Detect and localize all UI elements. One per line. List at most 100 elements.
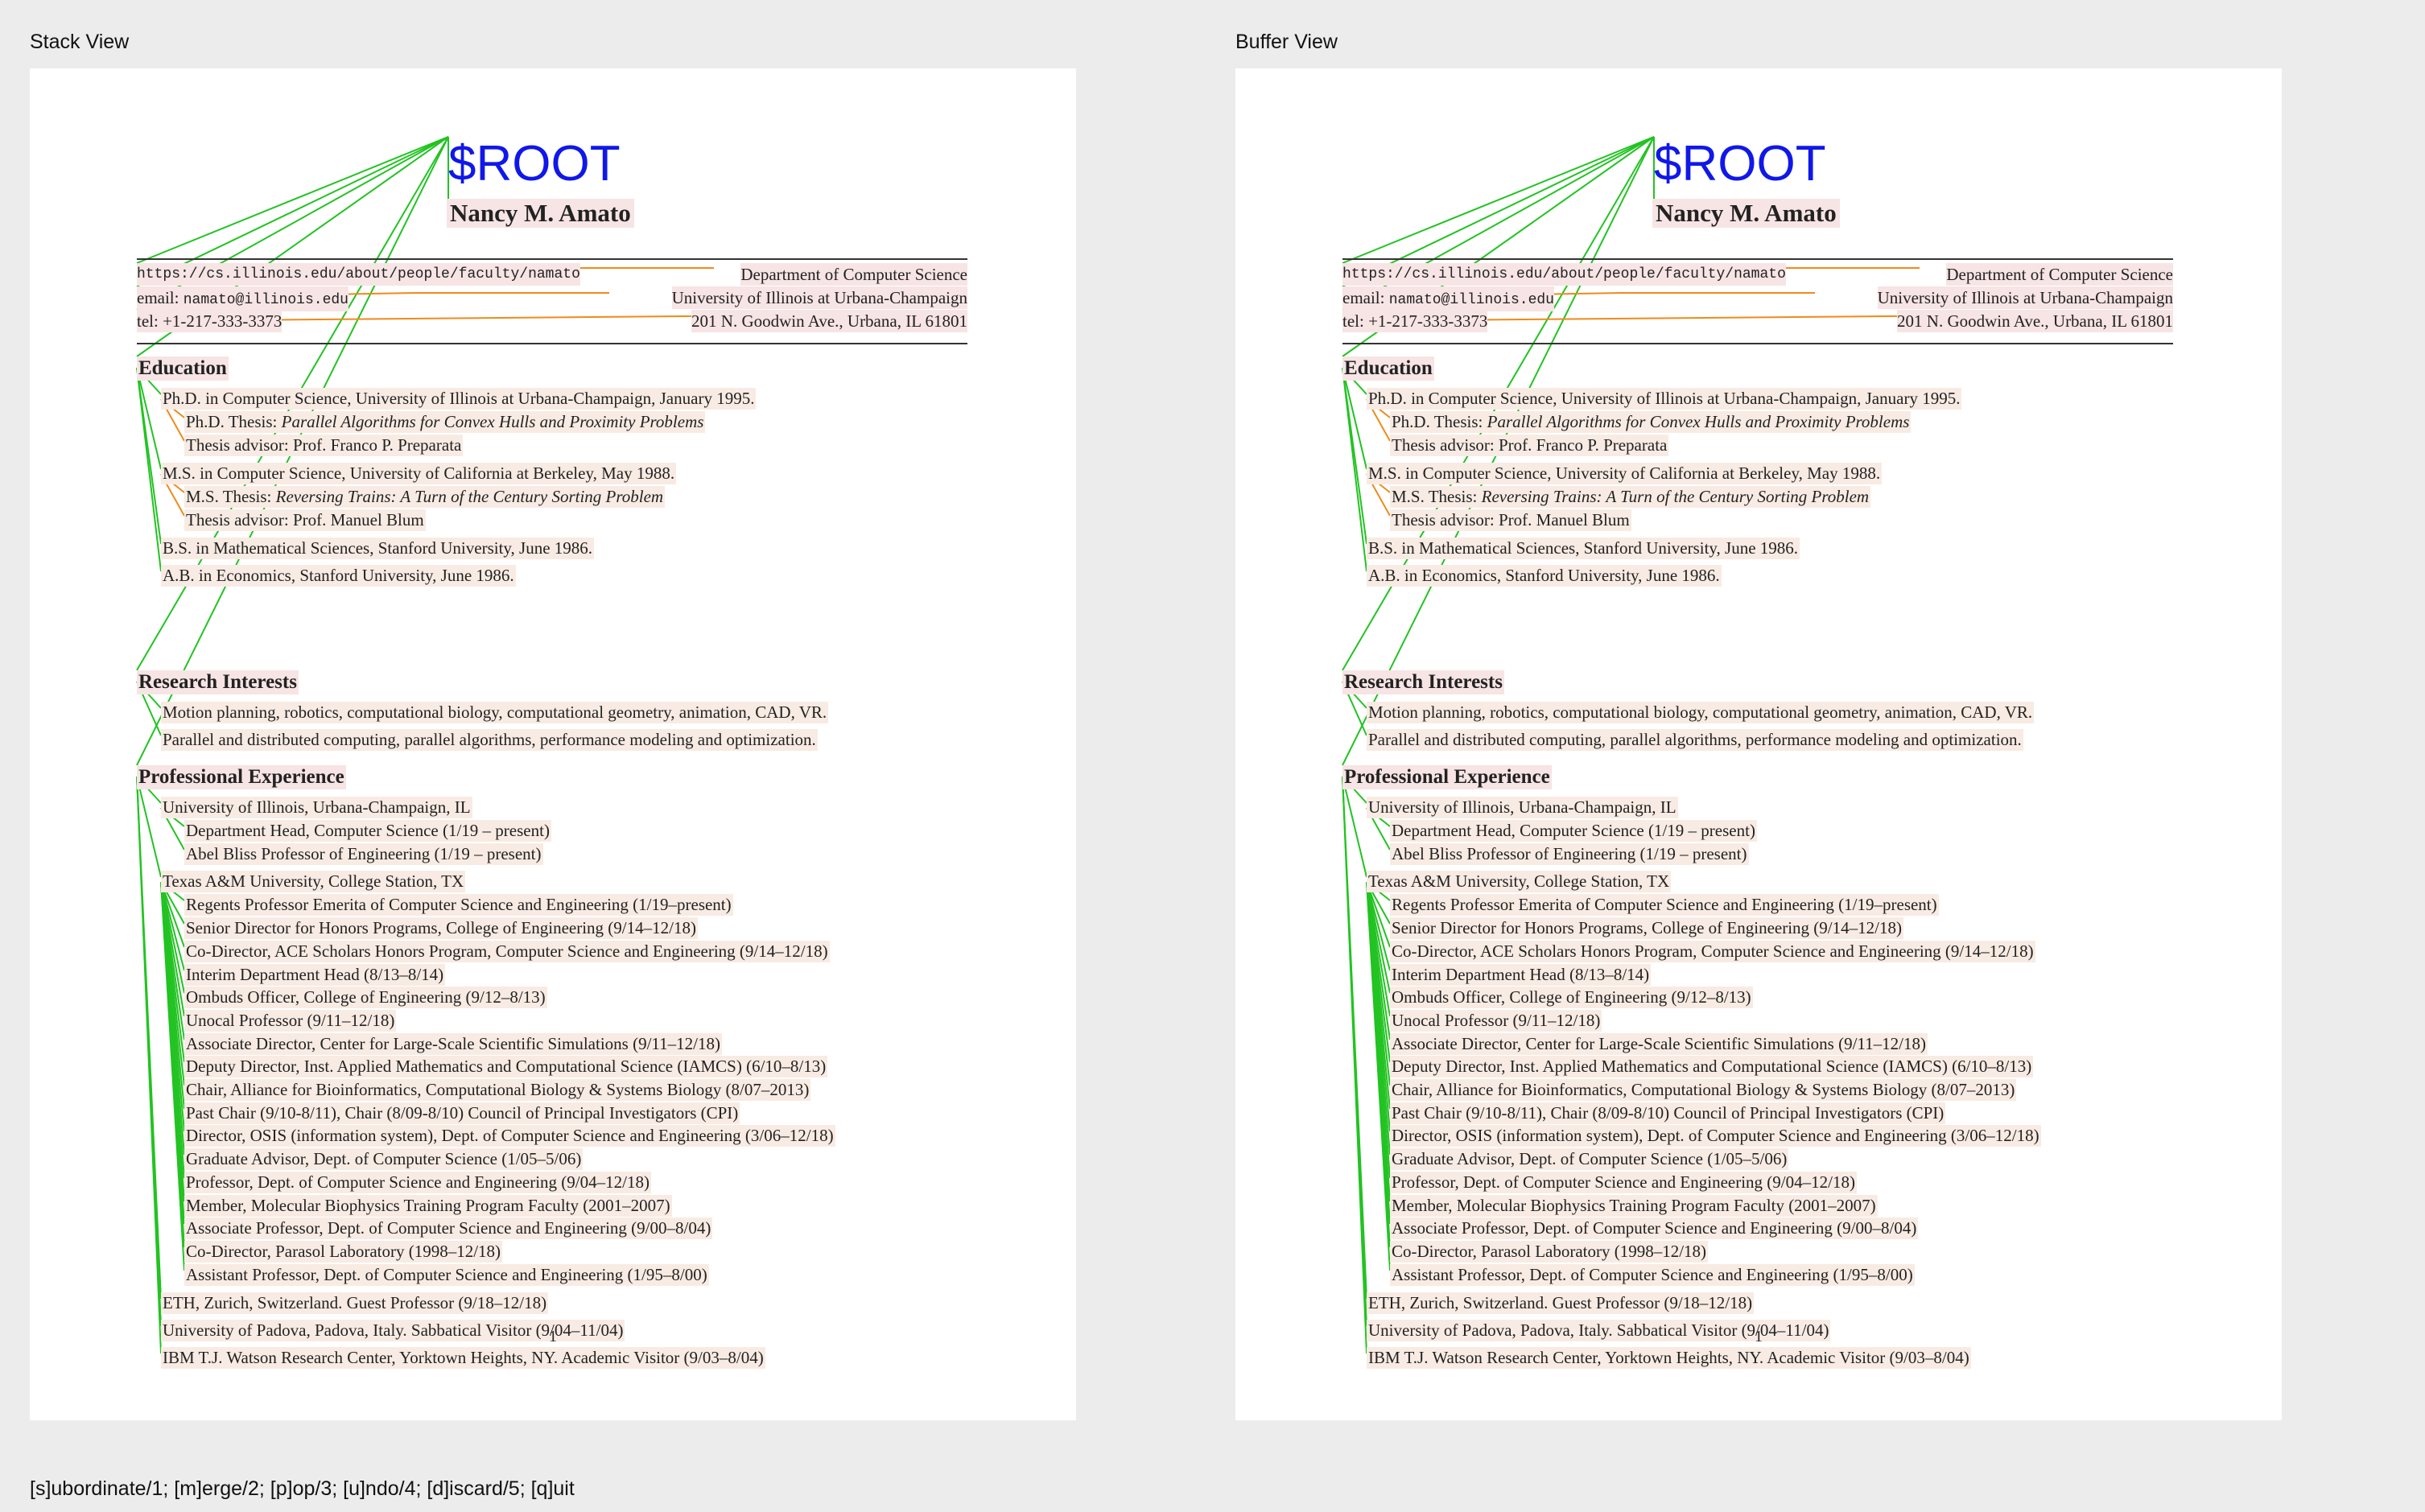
position-line[interactable]: Past Chair (9/10-8/11), Chair (8/09-8/10… <box>184 1102 740 1124</box>
position-line[interactable]: Co-Director, ACE Scholars Honors Program… <box>184 941 830 962</box>
research-heading[interactable]: Research Interests <box>1342 670 1504 694</box>
author-name[interactable]: Nancy M. Amato <box>447 199 634 228</box>
degree-ms[interactable]: M.S. in Computer Science, University of … <box>1367 463 1883 484</box>
position-line[interactable]: Abel Bliss Professor of Engineering (1/1… <box>1390 843 1749 865</box>
university-text[interactable]: University of Illinois at Urbana-Champai… <box>671 286 967 309</box>
position-line[interactable]: Past Chair (9/10-8/11), Chair (8/09-8/10… <box>1390 1102 1946 1124</box>
position-line[interactable]: Senior Director for Honors Programs, Col… <box>1390 917 1903 939</box>
position-line[interactable]: Senior Director for Honors Programs, Col… <box>184 917 698 939</box>
experience-heading[interactable]: Professional Experience <box>1342 765 1552 789</box>
root-node-label[interactable]: $ROOT <box>1654 136 1826 192</box>
command-bar: [s]ubordinate/1; [m]erge/2; [p]op/3; [u]… <box>30 1477 575 1500</box>
degree-ms[interactable]: M.S. in Computer Science, University of … <box>161 463 677 484</box>
department-text[interactable]: Department of Computer Science <box>740 263 967 286</box>
position-line[interactable]: Deputy Director, Inst. Applied Mathemati… <box>184 1056 828 1077</box>
position-line[interactable]: Associate Director, Center for Large-Sca… <box>184 1033 722 1055</box>
address-text[interactable]: 201 N. Goodwin Ave., Urbana, IL 61801 <box>691 310 967 332</box>
institution-line[interactable]: Texas A&M University, College Station, T… <box>1367 871 1672 892</box>
position-line[interactable]: Co-Director, Parasol Laboratory (1998–12… <box>184 1241 503 1263</box>
ms-thesis[interactable]: M.S. Thesis: Reversing Trains: A Turn of… <box>1390 486 1871 508</box>
position-line[interactable]: Associate Professor, Dept. of Computer S… <box>184 1217 713 1239</box>
position-line[interactable]: Associate Professor, Dept. of Computer S… <box>1390 1217 1919 1239</box>
tree-edge <box>136 367 162 572</box>
position-line[interactable]: Unocal Professor (9/11–12/18) <box>184 1010 397 1032</box>
stack-view-pane[interactable]: $ROOT Nancy M. Amato https://cs.illinois… <box>30 68 1076 1420</box>
position-line[interactable]: Co-Director, ACE Scholars Honors Program… <box>1390 941 2035 962</box>
position-line[interactable]: Department Head, Computer Science (1/19 … <box>1390 820 1757 842</box>
phd-advisor[interactable]: Thesis advisor: Prof. Franco P. Preparat… <box>1390 435 1669 456</box>
position-line[interactable]: Member, Molecular Biophysics Training Pr… <box>184 1195 672 1217</box>
position-line[interactable]: Ombuds Officer, College of Engineering (… <box>184 987 547 1008</box>
stack-view-title: Stack View <box>30 31 130 53</box>
degree-bs[interactable]: B.S. in Mathematical Sciences, Stanford … <box>1367 538 1800 559</box>
phone-line[interactable]: tel: +1-217-333-3373 <box>137 310 283 332</box>
root-node-label[interactable]: $ROOT <box>448 136 621 192</box>
position-line[interactable]: Interim Department Head (8/13–8/14) <box>184 964 446 986</box>
degree-phd[interactable]: Ph.D. in Computer Science, University of… <box>1367 388 1962 410</box>
homepage-url[interactable]: https://cs.illinois.edu/about/people/fac… <box>137 263 580 286</box>
tree-edge <box>1342 367 1367 470</box>
education-heading[interactable]: Education <box>137 356 229 381</box>
institution-line[interactable]: University of Padova, Padova, Italy. Sab… <box>1367 1320 1831 1341</box>
institution-line[interactable]: ETH, Zurich, Switzerland. Guest Professo… <box>1367 1292 1755 1314</box>
author-name[interactable]: Nancy M. Amato <box>1652 199 1840 228</box>
degree-bs[interactable]: B.S. in Mathematical Sciences, Stanford … <box>161 538 595 559</box>
tree-edge <box>136 776 162 1327</box>
degree-ab[interactable]: A.B. in Economics, Stanford University, … <box>161 565 516 587</box>
position-line[interactable]: Interim Department Head (8/13–8/14) <box>1390 964 1652 986</box>
homepage-url[interactable]: https://cs.illinois.edu/about/people/fac… <box>1342 263 1786 286</box>
position-line[interactable]: Regents Professor Emerita of Computer Sc… <box>184 894 733 916</box>
university-text[interactable]: University of Illinois at Urbana-Champai… <box>1877 286 2173 309</box>
institution-line[interactable]: IBM T.J. Watson Research Center, Yorktow… <box>161 1347 765 1369</box>
position-line[interactable]: Unocal Professor (9/11–12/18) <box>1390 1010 1602 1032</box>
department-text[interactable]: Department of Computer Science <box>1946 263 2173 286</box>
position-line[interactable]: Assistant Professor, Dept. of Computer S… <box>1390 1264 1915 1286</box>
institution-line[interactable]: Texas A&M University, College Station, T… <box>161 871 466 892</box>
institution-line[interactable]: University of Padova, Padova, Italy. Sab… <box>161 1320 625 1341</box>
email-line[interactable]: email: namato@illinois.edu <box>1342 286 1554 311</box>
institution-line[interactable]: ETH, Zurich, Switzerland. Guest Professo… <box>161 1292 549 1314</box>
ms-advisor[interactable]: Thesis advisor: Prof. Manuel Blum <box>184 509 426 531</box>
position-line[interactable]: Chair, Alliance for Bioinformatics, Comp… <box>1390 1079 2017 1101</box>
tree-edge <box>160 881 185 1040</box>
position-line[interactable]: Professor, Dept. of Computer Science and… <box>1390 1172 1857 1193</box>
degree-phd[interactable]: Ph.D. in Computer Science, University of… <box>161 388 757 410</box>
phd-advisor[interactable]: Thesis advisor: Prof. Franco P. Preparat… <box>184 435 464 456</box>
institution-line[interactable]: University of Illinois, Urbana-Champaign… <box>1367 797 1678 818</box>
email-line[interactable]: email: namato@illinois.edu <box>137 286 348 311</box>
research-item[interactable]: Motion planning, robotics, computational… <box>161 702 829 723</box>
position-line[interactable]: Deputy Director, Inst. Applied Mathemati… <box>1390 1056 2034 1077</box>
education-heading[interactable]: Education <box>1342 356 1434 381</box>
position-line[interactable]: Director, OSIS (information system), Dep… <box>1390 1125 2041 1147</box>
research-item[interactable]: Parallel and distributed computing, para… <box>1367 729 2023 751</box>
position-line[interactable]: Director, OSIS (information system), Dep… <box>184 1125 835 1147</box>
ms-advisor[interactable]: Thesis advisor: Prof. Manuel Blum <box>1390 509 1631 531</box>
position-line[interactable]: Assistant Professor, Dept. of Computer S… <box>184 1264 709 1286</box>
position-line[interactable]: Member, Molecular Biophysics Training Pr… <box>1390 1195 1878 1217</box>
position-line[interactable]: Regents Professor Emerita of Computer Sc… <box>1390 894 1939 916</box>
research-heading[interactable]: Research Interests <box>137 670 299 694</box>
position-line[interactable]: Chair, Alliance for Bioinformatics, Comp… <box>184 1079 811 1101</box>
position-line[interactable]: Professor, Dept. of Computer Science and… <box>184 1172 651 1193</box>
buffer-view-pane[interactable]: $ROOT Nancy M. Amato https://cs.illinois… <box>1235 68 2282 1420</box>
institution-line[interactable]: University of Illinois, Urbana-Champaign… <box>161 797 472 818</box>
phd-thesis[interactable]: Ph.D. Thesis: Parallel Algorithms for Co… <box>184 411 706 433</box>
position-line[interactable]: Ombuds Officer, College of Engineering (… <box>1390 987 1753 1008</box>
position-line[interactable]: Department Head, Computer Science (1/19 … <box>184 820 551 842</box>
position-line[interactable]: Graduate Advisor, Dept. of Computer Scie… <box>1390 1148 1789 1170</box>
address-text[interactable]: 201 N. Goodwin Ave., Urbana, IL 61801 <box>1897 310 2173 332</box>
position-line[interactable]: Associate Director, Center for Large-Sca… <box>1390 1033 1928 1055</box>
research-item[interactable]: Motion planning, robotics, computational… <box>1367 702 2035 723</box>
phone-line[interactable]: tel: +1-217-333-3373 <box>1342 310 1488 332</box>
ms-thesis[interactable]: M.S. Thesis: Reversing Trains: A Turn of… <box>184 486 666 508</box>
experience-heading[interactable]: Professional Experience <box>137 765 346 789</box>
research-item[interactable]: Parallel and distributed computing, para… <box>161 729 818 751</box>
institution-line[interactable]: IBM T.J. Watson Research Center, Yorktow… <box>1367 1347 1971 1369</box>
degree-ab[interactable]: A.B. in Economics, Stanford University, … <box>1367 565 1722 587</box>
email-prefix: email: <box>1342 288 1389 307</box>
tree-edge <box>1366 881 1391 1017</box>
phd-thesis[interactable]: Ph.D. Thesis: Parallel Algorithms for Co… <box>1390 411 1912 433</box>
position-line[interactable]: Co-Director, Parasol Laboratory (1998–12… <box>1390 1241 1709 1263</box>
position-line[interactable]: Abel Bliss Professor of Engineering (1/1… <box>184 843 543 865</box>
position-line[interactable]: Graduate Advisor, Dept. of Computer Scie… <box>184 1148 584 1170</box>
